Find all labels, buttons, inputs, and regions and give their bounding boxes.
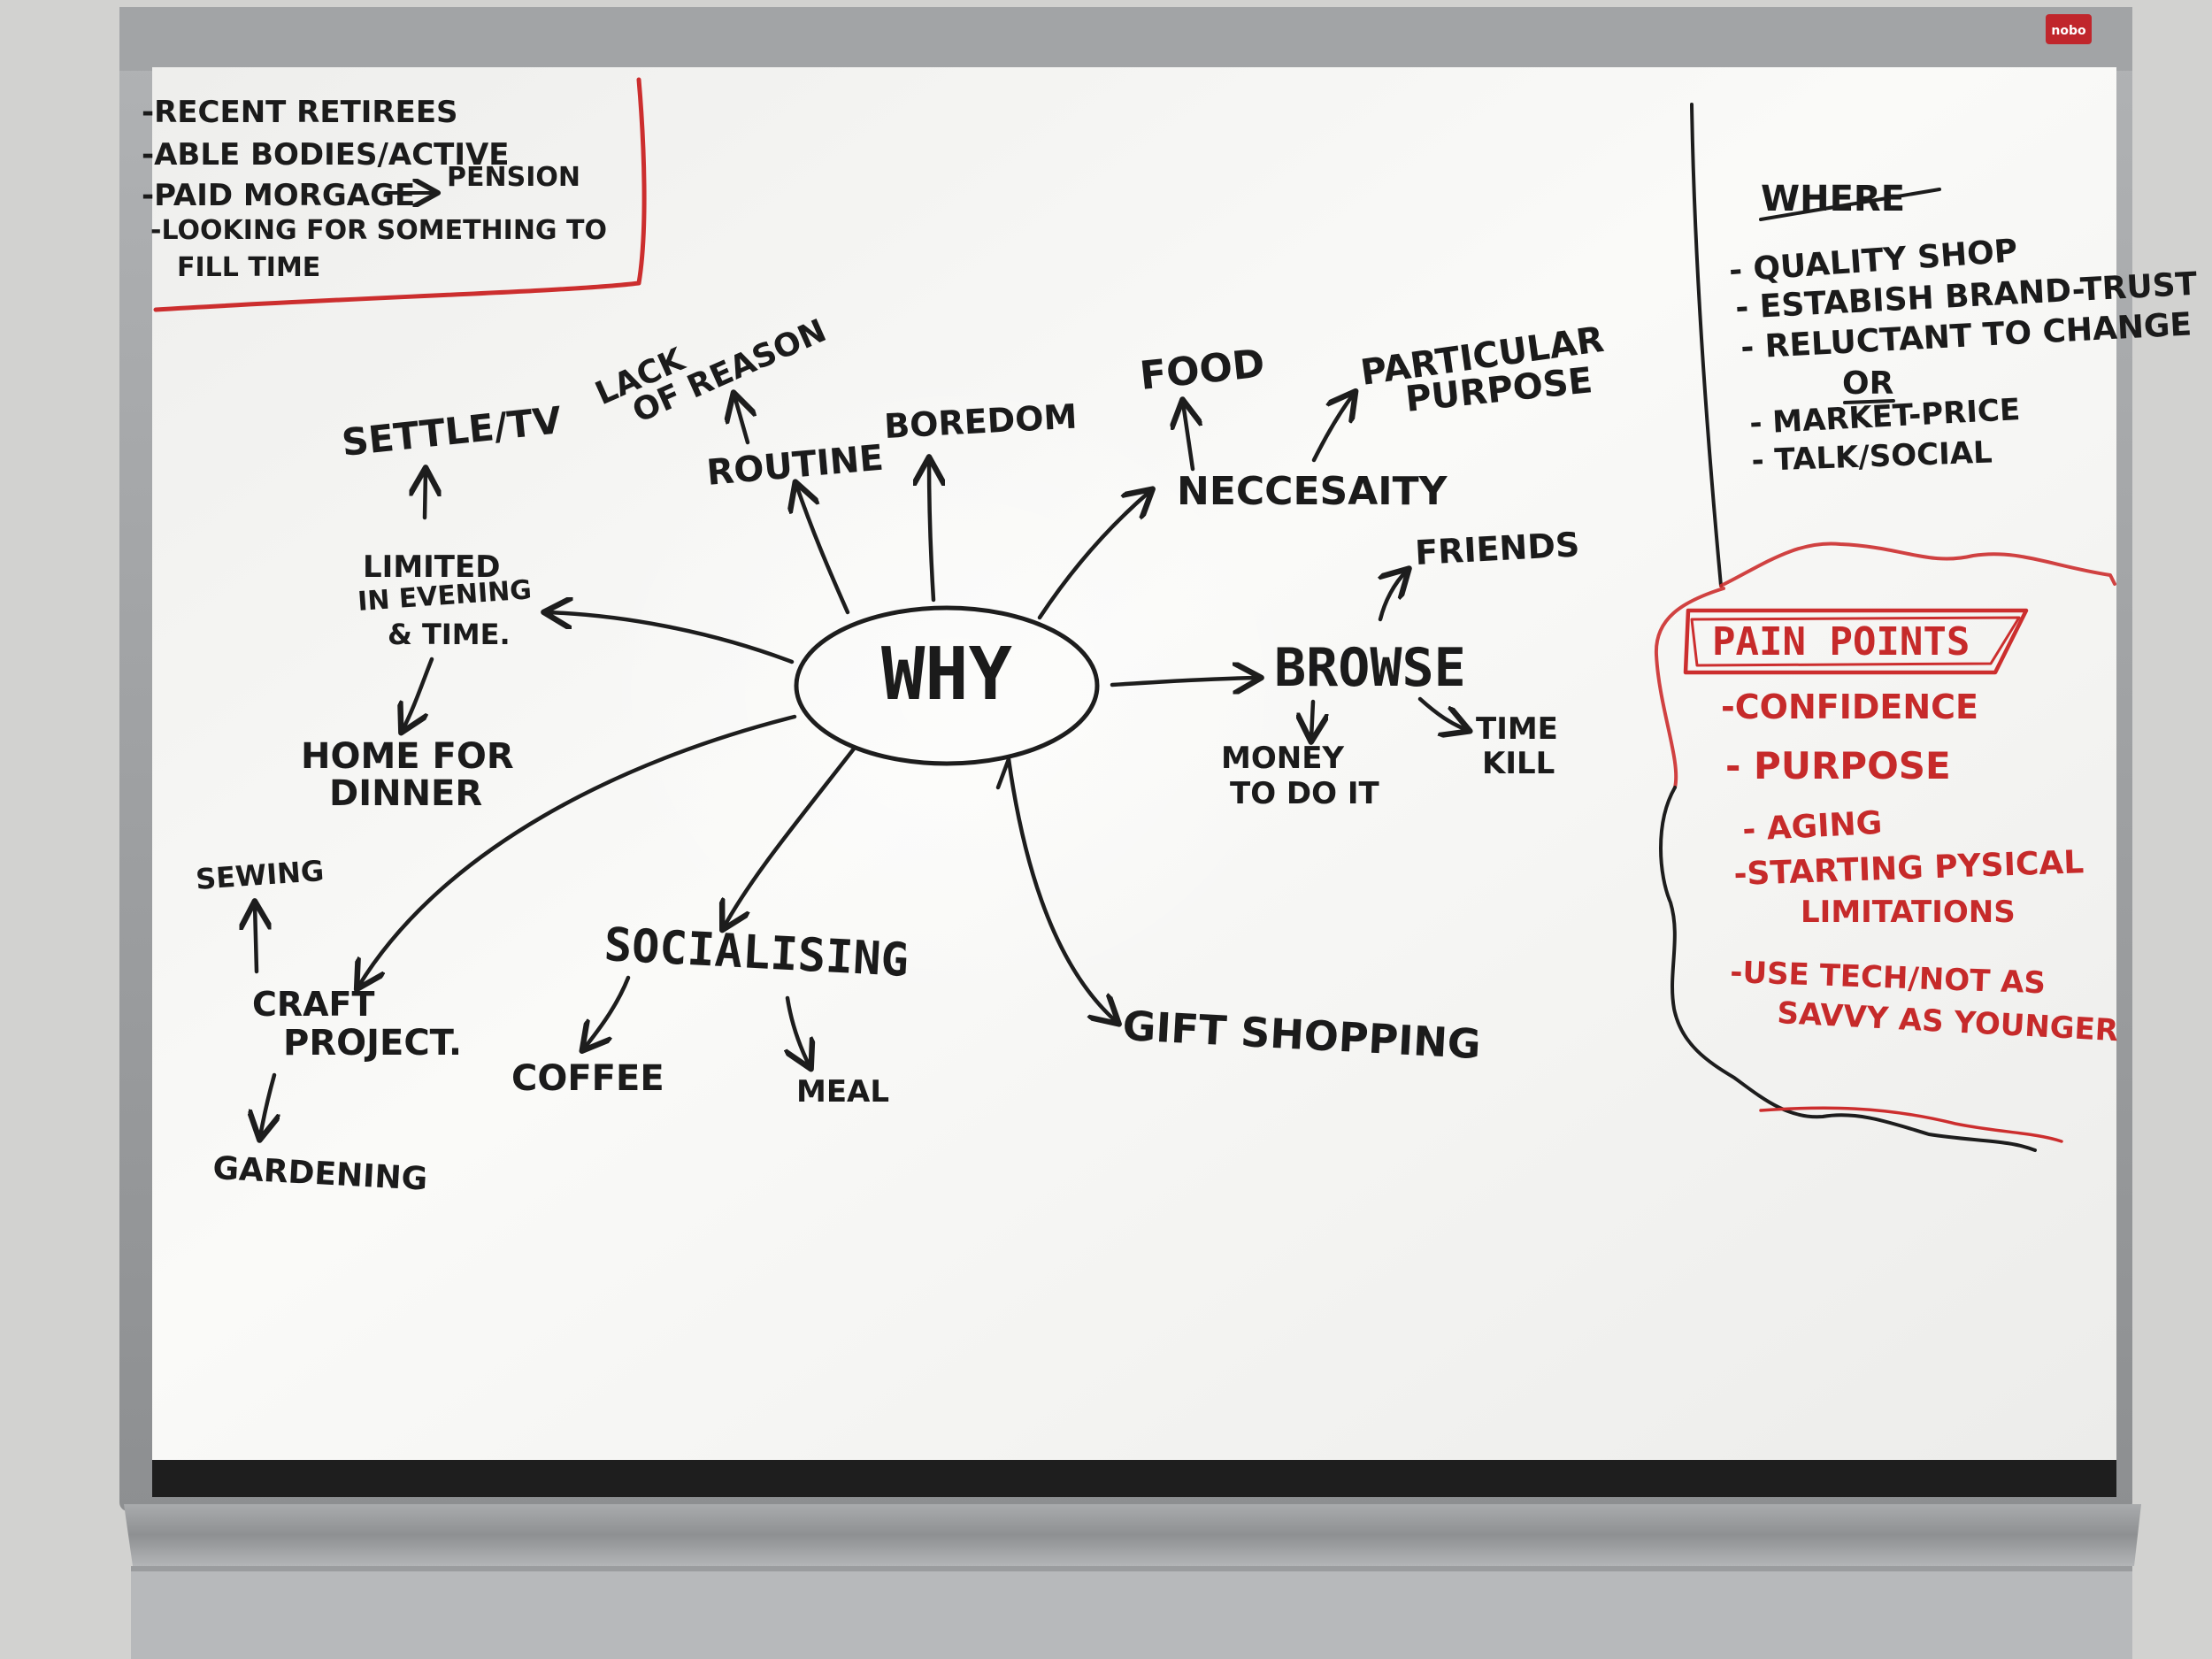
- node-limited-1: LIMITED: [363, 549, 500, 585]
- where-underline: [1759, 188, 1941, 221]
- center-label: WHY: [881, 633, 1013, 717]
- persona-pension: PENSION: [447, 162, 580, 193]
- node-craft-1: CRAFT: [252, 985, 375, 1024]
- pain-item-1: -CONFIDENCE: [1721, 687, 1978, 726]
- persona-line-3: -PAID MORGAGE: [142, 178, 415, 213]
- persona-line-1: -RECENT RETIREES: [142, 95, 458, 130]
- tray-shadow: [131, 1566, 2132, 1571]
- board-bottom-edge: [152, 1460, 2116, 1497]
- pain-title-box: [1683, 608, 2029, 675]
- node-time-kill-2: KILL: [1482, 746, 1555, 781]
- pain-points-section: PAIN POINTS -CONFIDENCE - PURPOSE - AGIN…: [1654, 541, 2119, 1152]
- node-neccesaity: NECCESAITY: [1177, 469, 1448, 514]
- node-friends: FRIENDS: [1414, 525, 1580, 572]
- persona-line-2: -ABLE BODIES/ACTIVE: [142, 137, 510, 173]
- where-divider: [1690, 103, 1723, 588]
- node-home-dinner-1: HOME FOR: [301, 736, 514, 777]
- node-craft-2: PROJECT.: [283, 1023, 462, 1064]
- pain-cloud-wave: [1659, 786, 2037, 1152]
- pain-cloud-outline: [1654, 541, 2116, 789]
- pain-title: PAIN POINTS: [1712, 619, 1970, 664]
- persona-notes: -RECENT RETIREES -ABLE BODIES/ACTIVE -PA…: [142, 77, 647, 312]
- pain-item-5: LIMITATIONS: [1801, 895, 2016, 930]
- node-money-2: TO DO IT: [1230, 776, 1380, 811]
- where-line-5: - TALK/SOCIAL: [1751, 435, 1993, 479]
- node-money-1: MONEY: [1221, 741, 1344, 776]
- brand-logo: nobo: [2046, 14, 2092, 44]
- pain-item-2: - PURPOSE: [1725, 744, 1951, 787]
- node-browse: BROWSE: [1274, 637, 1466, 699]
- pain-item-3: - AGING: [1741, 805, 1883, 849]
- tray-lip: [131, 1566, 2132, 1659]
- where-or: OR: [1842, 365, 1893, 402]
- persona-line-4: -LOOKING FOR SOMETHING TO: [150, 215, 607, 246]
- board-frame-top: [119, 7, 2132, 71]
- center-ellipse: [794, 605, 1100, 766]
- svg-text:nobo: nobo: [2051, 24, 2086, 38]
- marker-tray: [124, 1504, 2141, 1566]
- node-coffee: COFFEE: [511, 1058, 664, 1099]
- node-limited-3: & TIME.: [388, 618, 511, 651]
- node-home-dinner-2: DINNER: [329, 773, 482, 814]
- node-time-kill-1: TIME: [1476, 711, 1558, 747]
- node-meal: MEAL: [796, 1074, 889, 1110]
- persona-line-5: FILL TIME: [177, 252, 320, 283]
